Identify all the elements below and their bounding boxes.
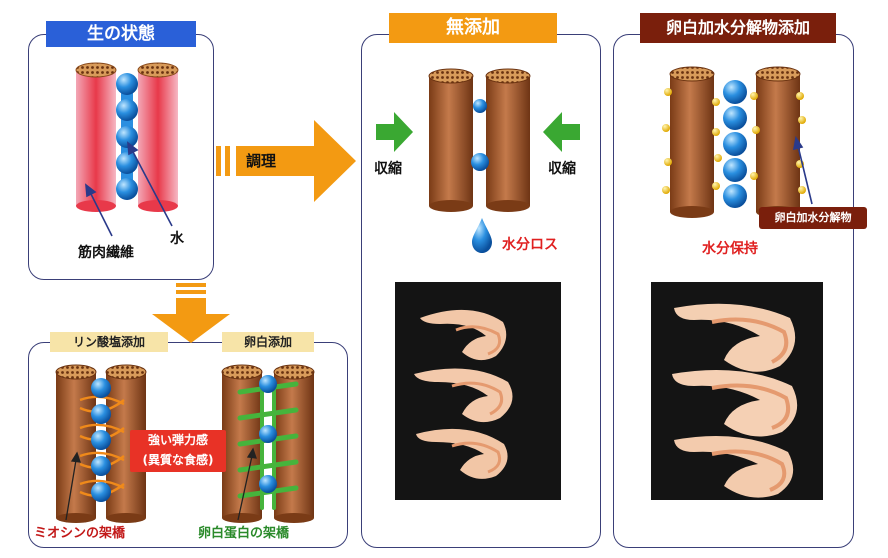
hydrolysate-tag: 卵白加水分解物 xyxy=(759,207,867,229)
warning-line-2: (異質な食感) xyxy=(142,453,214,467)
no-additive-water xyxy=(471,99,492,253)
hydrolysate-water xyxy=(723,80,747,208)
egg-white-pointer-arrow xyxy=(237,447,257,521)
no-additive-fiber-left xyxy=(428,68,474,212)
hydrolysate-pointer-arrow xyxy=(792,135,813,205)
warning-line-1: 強い弾力感 xyxy=(147,433,208,447)
hydrolysate-fiber-left xyxy=(669,66,715,218)
water-retention-label: 水分保持 xyxy=(702,241,758,257)
hydrolysate-title: 卵白加水分解物添加 xyxy=(640,13,836,43)
hydrolysate-fiber-right xyxy=(755,66,801,218)
egg-white-tag: 卵白添加 xyxy=(222,332,314,352)
hydrolysate-particles xyxy=(662,88,806,194)
no-additive-title: 無添加 xyxy=(389,13,557,43)
raw-pointer-arrows xyxy=(85,141,173,237)
shrimp-group-no-additive xyxy=(414,309,513,479)
warning-box: 強い弾力感 (異質な食感) xyxy=(130,430,226,472)
water-loss-label: 水分ロス xyxy=(502,237,558,253)
shrimp-3 xyxy=(416,428,508,479)
shrimp-6 xyxy=(674,436,794,498)
shrimp-2 xyxy=(414,368,513,423)
phosphate-pointer-arrow xyxy=(65,451,81,521)
cooking-label: 調理 xyxy=(246,152,277,170)
egg-protein-crosslink-label: 卵白蛋白の架橋 xyxy=(198,526,290,541)
raw-state-title: 生の状態 xyxy=(46,21,196,47)
no-additive-fiber-right xyxy=(485,68,531,212)
myosin-crosslink-label: ミオシンの架橋 xyxy=(34,526,126,541)
shrink-arrow-right-icon xyxy=(543,112,580,152)
shrimp-4 xyxy=(674,303,796,372)
raw-muscle-fiber-left xyxy=(75,62,117,212)
shrimp-5 xyxy=(672,370,798,437)
shrink-arrow-left-icon xyxy=(376,112,413,152)
raw-water-molecules xyxy=(116,73,138,200)
raw-muscle-fiber-right xyxy=(137,62,179,212)
water-label: 水 xyxy=(170,231,184,247)
shrink-left-label: 収縮 xyxy=(374,161,402,177)
cooking-arrow xyxy=(216,120,356,202)
muscle-fiber-label: 筋肉繊維 xyxy=(78,245,134,261)
shrink-right-label: 収縮 xyxy=(548,161,576,177)
down-arrow xyxy=(152,283,230,343)
egg-white-water xyxy=(259,375,277,493)
water-drop-icon xyxy=(472,218,492,253)
shrimp-group-hydrolysate xyxy=(672,303,798,498)
phosphate-water xyxy=(91,378,111,502)
shrimp-1 xyxy=(420,309,507,361)
phosphate-tag: リン酸塩添加 xyxy=(50,332,168,352)
